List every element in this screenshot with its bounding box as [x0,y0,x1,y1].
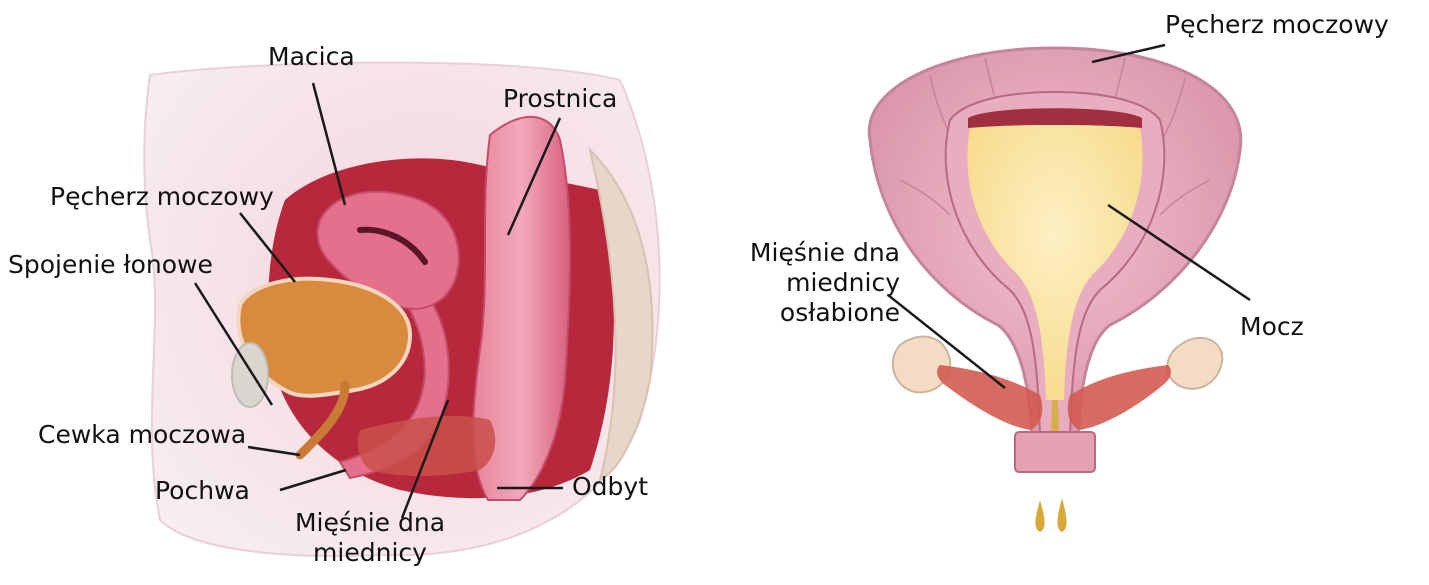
label-pelvic-floor: Mięśnie dna miednicy [290,508,450,568]
label-weak-muscles: Mięśnie dna miednicy osłabione [720,238,900,328]
urine-drop [1035,500,1044,532]
label-pubic-symphysis: Spojenie łonowe [8,250,213,280]
label-weak-muscles-line3: osłabione [720,298,900,328]
pubic-bone [232,343,268,407]
urine-drop [1057,498,1066,532]
pelvic-bone-right [1167,338,1222,389]
label-vagina: Pochwa [155,476,250,506]
label-bladder-left: Pęcherz moczowy [50,182,274,212]
label-weak-muscles-line2: miednicy [720,268,900,298]
sphincter [1015,432,1095,472]
label-weak-muscles-line1: Mięśnie dna [720,238,900,268]
right-bladder-diagram [869,45,1250,532]
label-anus: Odbyt [572,472,648,502]
label-pelvic-floor-line1: Mięśnie dna [290,508,450,538]
label-urine: Mocz [1240,312,1304,342]
label-rectum: Prostnica [503,84,617,114]
label-bladder-right: Pęcherz moczowy [1165,10,1389,40]
label-uterus: Macica [268,42,355,72]
pelvic-bone-left [893,337,950,393]
label-urethra: Cewka moczowa [38,420,246,450]
label-pelvic-floor-line2: miednicy [290,538,450,568]
